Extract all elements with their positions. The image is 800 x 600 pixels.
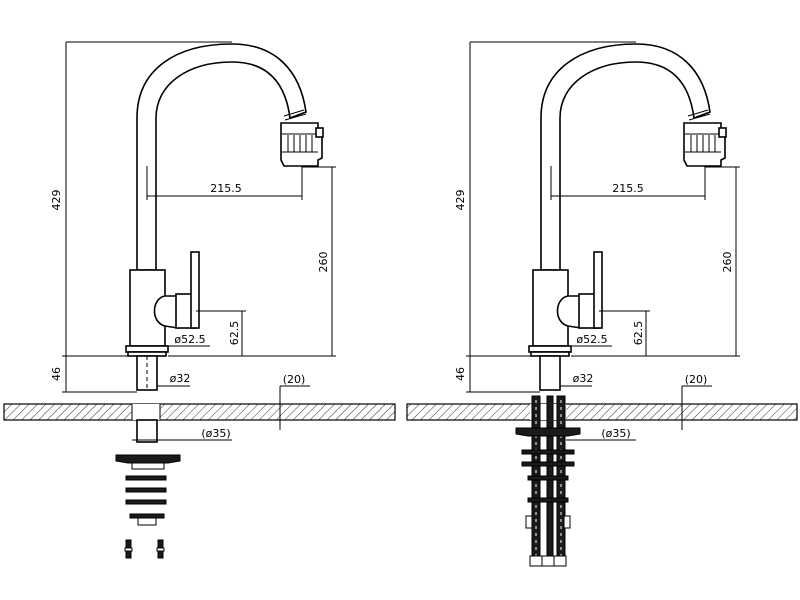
dimension-handle-height: 62.5 — [632, 321, 645, 346]
mounting-kit-left — [115, 454, 181, 559]
dimension-hole-diameter: (ø35) — [201, 427, 230, 440]
dimension-body-diameter: ø52.5 — [174, 333, 205, 346]
dimension-counter-thickness: (20) — [685, 373, 708, 386]
dimension-height: 429 — [50, 190, 63, 211]
faucet-drawing-right: 429 46 215.5 260 62.5 ø52.5 ø32 (20) — [406, 41, 798, 567]
dimension-spout-height: 260 — [721, 252, 734, 273]
countertop-right — [406, 403, 798, 421]
dimension-reach: 215.5 — [612, 182, 644, 195]
countertop-left — [3, 403, 396, 421]
dimension-spout-height: 260 — [317, 252, 330, 273]
dimension-height: 429 — [454, 190, 467, 211]
dimension-shank-diameter: ø32 — [170, 372, 191, 385]
spray-head-left — [280, 122, 324, 167]
dimension-body-diameter: ø52.5 — [576, 333, 607, 346]
spout-right — [540, 43, 711, 271]
dimension-shank-diameter: ø32 — [573, 372, 594, 385]
dimension-handle-height: 62.5 — [228, 321, 241, 346]
faucet-drawing-left: 429 46 215.5 260 62.5 ø52.5 ø32 (20) — [3, 41, 396, 559]
dimension-base-height: 46 — [454, 367, 467, 381]
mounting-kit-right — [515, 395, 581, 567]
dimension-reach: 215.5 — [210, 182, 242, 195]
dimension-counter-thickness: (20) — [283, 373, 306, 386]
spray-head-right — [683, 122, 727, 167]
shank-right — [539, 355, 561, 391]
dimension-base-height: 46 — [50, 367, 63, 381]
dimension-hole-diameter: (ø35) — [601, 427, 630, 440]
spout-left — [136, 43, 307, 271]
